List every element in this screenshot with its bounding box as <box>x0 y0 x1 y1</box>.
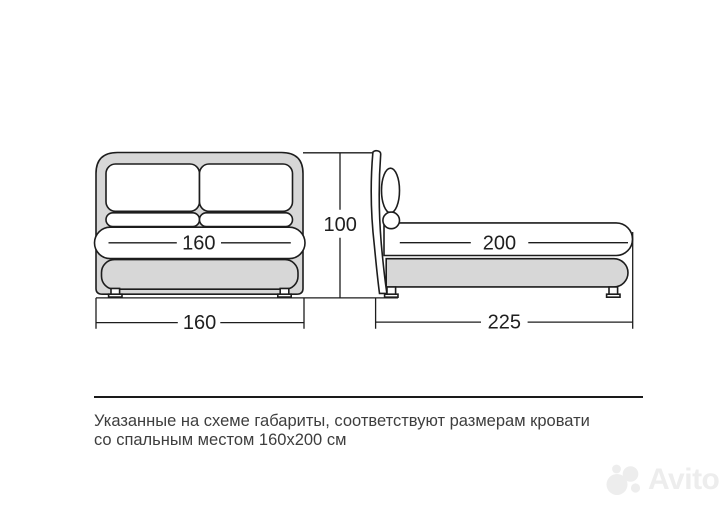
mattress-length-value: 200 <box>483 232 516 254</box>
overall-length-value: 225 <box>488 312 521 334</box>
overall-width-value: 160 <box>183 312 216 334</box>
bed-base-side <box>385 257 629 288</box>
avito-wordmark: Avito <box>648 463 720 496</box>
caption-line-2: со спальным местом 160х200 см <box>94 430 347 449</box>
headboard-side-profile <box>370 149 388 295</box>
bed-foot-side-left <box>383 286 399 298</box>
back-cushion-right <box>198 163 294 213</box>
caption: Указанные на схеме габариты, соответству… <box>94 412 590 450</box>
bed-foot-front-right <box>277 287 292 298</box>
bolster-cushion <box>382 211 401 230</box>
avito-logo-icon <box>606 464 641 495</box>
dimension-extension-ticks <box>95 232 634 329</box>
seat-strip-right <box>198 212 294 228</box>
mattress-width-value: 160 <box>182 233 215 255</box>
avito-watermark: Avito <box>603 462 720 498</box>
bed-foot-side-right <box>605 286 621 298</box>
divider-line <box>94 395 643 398</box>
bed-base-front <box>100 258 299 291</box>
bed-height-value: 100 <box>324 214 357 236</box>
caption-line-1: Указанные на схеме габариты, соответству… <box>94 412 590 430</box>
seat-strip-left <box>105 212 201 228</box>
bottom-dimensions: 160 225 <box>95 232 634 334</box>
pillow <box>380 167 401 214</box>
bed-side-view: 200 <box>370 149 634 298</box>
bed-foot-front-left <box>107 287 123 298</box>
back-cushion-left <box>105 163 201 213</box>
height-dimension: 100 <box>303 152 373 298</box>
mattress-front <box>93 226 306 260</box>
bed-front-view: 160 <box>93 151 306 298</box>
